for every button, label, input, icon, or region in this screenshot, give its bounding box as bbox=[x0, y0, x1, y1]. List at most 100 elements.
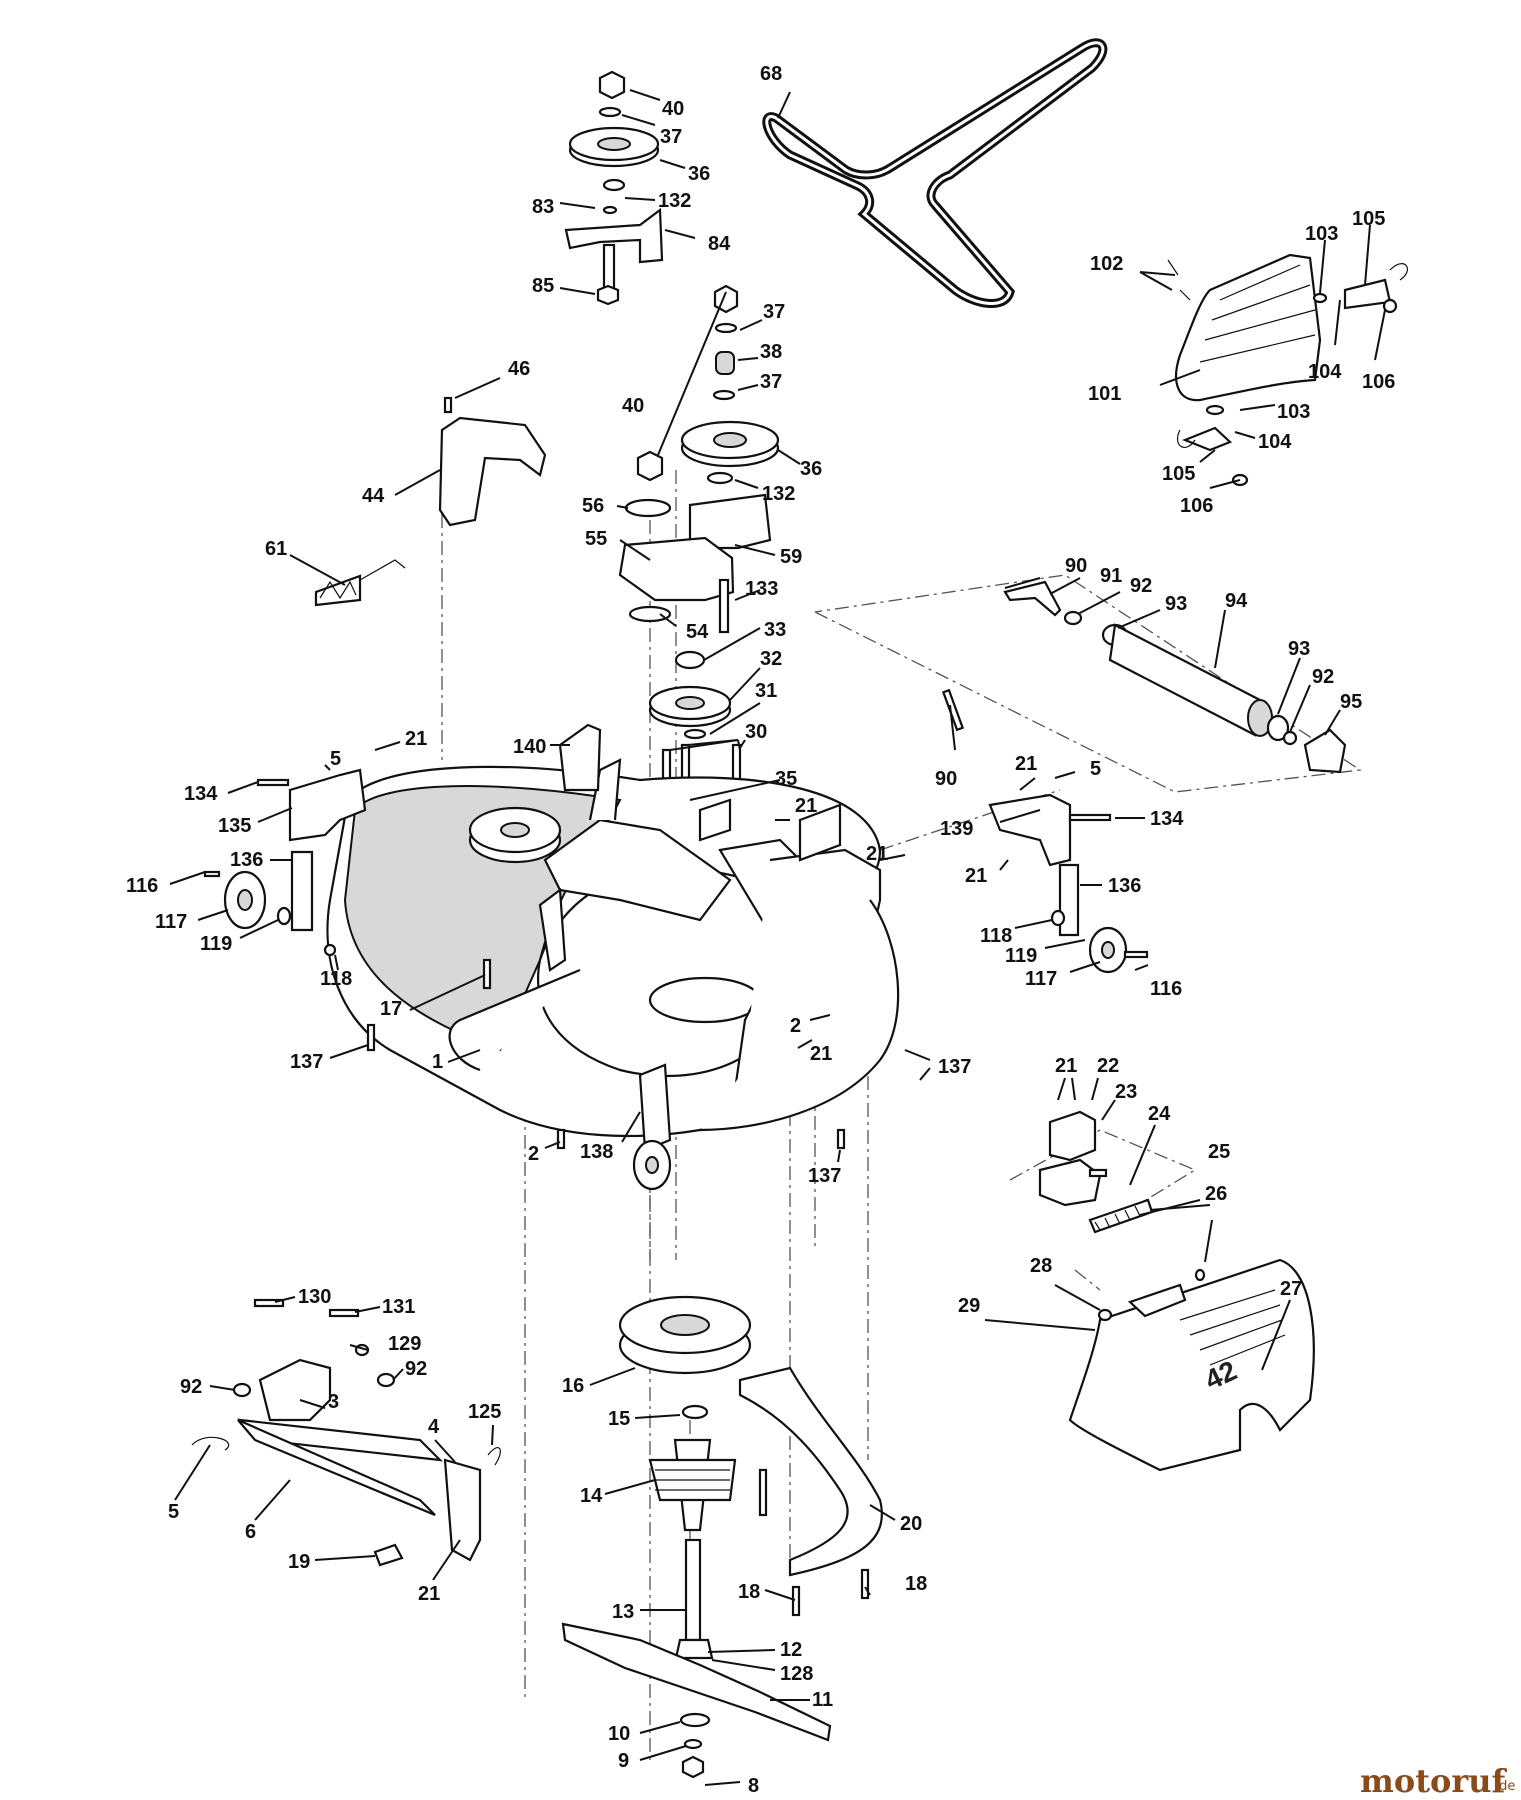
callout-31: 31 bbox=[755, 680, 777, 702]
callout-130: 130 bbox=[298, 1286, 331, 1308]
callout-14: 14 bbox=[580, 1485, 603, 1507]
callout-54: 54 bbox=[686, 621, 709, 643]
callout-27: 27 bbox=[1280, 1278, 1302, 1300]
callout-105: 105 bbox=[1352, 208, 1385, 230]
watermark-suffix: .de bbox=[1495, 1779, 1515, 1794]
callout-116: 116 bbox=[126, 875, 158, 897]
callout-44: 44 bbox=[362, 485, 385, 507]
callout-94: 94 bbox=[1225, 590, 1248, 612]
callout-116: 116 bbox=[1150, 978, 1182, 1000]
belt-part bbox=[762, 38, 1108, 308]
callout-105: 105 bbox=[1162, 463, 1195, 485]
blade-11 bbox=[561, 1622, 832, 1779]
callout-5: 5 bbox=[330, 748, 341, 770]
bracket-140 bbox=[558, 723, 602, 792]
callout-36: 36 bbox=[800, 458, 822, 480]
callout-25: 25 bbox=[1208, 1141, 1230, 1163]
spindle-assembly bbox=[618, 1295, 752, 1660]
callout-21: 21 bbox=[1055, 1055, 1077, 1077]
callout-92: 92 bbox=[1312, 666, 1334, 688]
callout-101: 101 bbox=[1088, 383, 1121, 405]
callout-9: 9 bbox=[618, 1750, 629, 1772]
callout-4: 4 bbox=[428, 1416, 440, 1438]
callout-84: 84 bbox=[708, 233, 731, 255]
callout-2: 2 bbox=[528, 1143, 539, 1165]
gauge-wheel-front bbox=[366, 958, 846, 1191]
mower-deck bbox=[326, 758, 900, 1138]
anti-scalp-roller bbox=[941, 580, 1347, 774]
callout-12: 12 bbox=[780, 1639, 802, 1661]
callout-92: 92 bbox=[405, 1358, 427, 1380]
callout-37: 37 bbox=[660, 126, 682, 148]
callout-37: 37 bbox=[763, 301, 785, 323]
callout-40: 40 bbox=[662, 98, 684, 120]
callout-37: 37 bbox=[760, 371, 782, 393]
watermark-brand: motoruf bbox=[1360, 1762, 1507, 1800]
callout-68: 68 bbox=[760, 63, 782, 85]
gauge-wheel-right bbox=[988, 793, 1149, 974]
callout-139: 139 bbox=[940, 818, 973, 840]
callout-128: 128 bbox=[780, 1663, 813, 1685]
callout-92: 92 bbox=[180, 1376, 202, 1398]
callout-132: 132 bbox=[658, 190, 691, 212]
callout-125: 125 bbox=[468, 1401, 501, 1423]
callout-40: 40 bbox=[622, 395, 644, 417]
callout-24: 24 bbox=[1148, 1103, 1171, 1125]
callout-33: 33 bbox=[764, 619, 786, 641]
callout-22: 22 bbox=[1097, 1055, 1119, 1077]
callout-35: 35 bbox=[775, 768, 797, 790]
callout-95: 95 bbox=[1340, 691, 1362, 713]
callout-59: 59 bbox=[780, 546, 802, 568]
callout-117: 117 bbox=[1025, 968, 1057, 990]
callout-140: 140 bbox=[513, 736, 546, 758]
callout-46: 46 bbox=[508, 358, 530, 380]
callout-28: 28 bbox=[1030, 1255, 1052, 1277]
callout-5: 5 bbox=[168, 1501, 179, 1523]
callout-56: 56 bbox=[582, 495, 604, 517]
callout-132: 132 bbox=[762, 483, 795, 505]
callout-3: 3 bbox=[328, 1391, 339, 1413]
callout-102: 102 bbox=[1090, 253, 1123, 275]
baffle-20 bbox=[738, 1366, 883, 1617]
deck-hanger-linkage bbox=[191, 1298, 501, 1567]
callout-1: 1 bbox=[432, 1051, 443, 1073]
callout-26: 26 bbox=[1205, 1183, 1227, 1205]
callout-16: 16 bbox=[562, 1375, 584, 1397]
callout-6: 6 bbox=[245, 1521, 256, 1543]
callout-104: 104 bbox=[1308, 361, 1342, 383]
callout-136: 136 bbox=[1108, 875, 1141, 897]
callout-19: 19 bbox=[288, 1551, 310, 1573]
callout-38: 38 bbox=[760, 341, 782, 363]
callout-18: 18 bbox=[905, 1573, 927, 1595]
callout-32: 32 bbox=[760, 648, 782, 670]
callout-5: 5 bbox=[1090, 758, 1101, 780]
callout-118: 118 bbox=[320, 968, 352, 990]
leader-lines bbox=[169, 89, 1386, 1786]
callout-90: 90 bbox=[1065, 555, 1087, 577]
callout-119: 119 bbox=[1005, 945, 1037, 967]
callout-13: 13 bbox=[612, 1601, 634, 1623]
callout-118: 118 bbox=[980, 925, 1012, 947]
callout-18: 18 bbox=[738, 1581, 760, 1603]
callout-29: 29 bbox=[958, 1295, 980, 1317]
callout-17: 17 bbox=[380, 998, 402, 1020]
callout-21: 21 bbox=[1015, 753, 1037, 775]
callout-30: 30 bbox=[745, 721, 767, 743]
callout-134: 134 bbox=[1150, 808, 1184, 830]
callout-104: 104 bbox=[1258, 431, 1292, 453]
callout-10: 10 bbox=[608, 1723, 630, 1745]
callout-11: 11 bbox=[812, 1689, 833, 1711]
callout-2: 2 bbox=[790, 1015, 801, 1037]
callout-8: 8 bbox=[748, 1775, 759, 1797]
callout-21: 21 bbox=[795, 795, 817, 817]
callout-129: 129 bbox=[388, 1333, 421, 1355]
callout-106: 106 bbox=[1180, 495, 1213, 517]
callout-134: 134 bbox=[184, 783, 218, 805]
callout-93: 93 bbox=[1165, 593, 1187, 615]
watermark-logo: motoruf .de bbox=[1360, 1762, 1515, 1800]
callout-61: 61 bbox=[265, 538, 287, 560]
callout-20: 20 bbox=[900, 1513, 922, 1535]
callout-137: 137 bbox=[808, 1165, 841, 1187]
callout-131: 131 bbox=[382, 1296, 415, 1318]
callout-85: 85 bbox=[532, 275, 554, 297]
